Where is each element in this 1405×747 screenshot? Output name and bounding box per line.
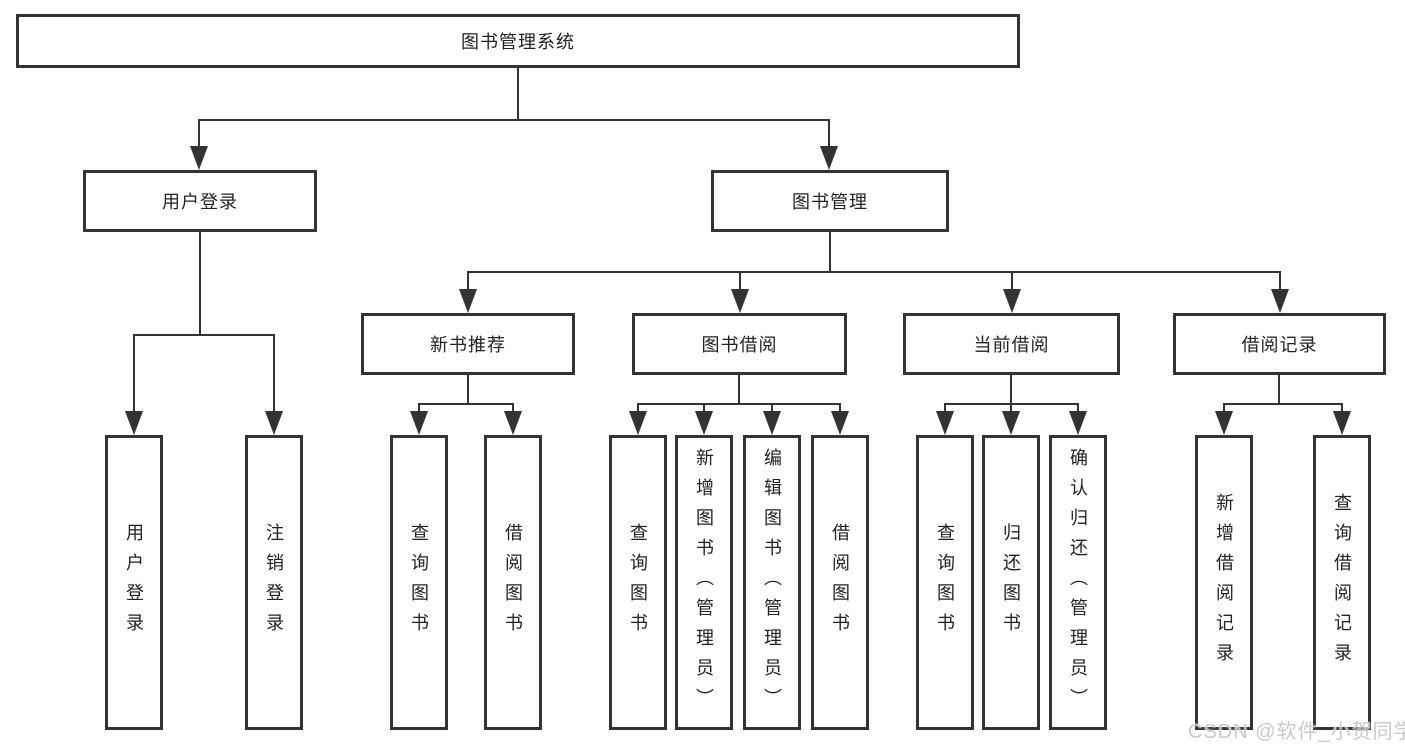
node-borrow-records: 借阅记录 <box>1173 313 1386 375</box>
connector-line <box>1077 403 1079 413</box>
connector-arrow <box>1002 411 1020 435</box>
leaf-edit-books-admin: 编辑图书（管理员） <box>743 435 801 730</box>
node-label: 确认归还（管理员） <box>1068 447 1088 718</box>
node-label: 注销登录 <box>264 522 284 643</box>
connector-arrow <box>1333 411 1351 435</box>
leaf-logout: 注销登录 <box>245 435 303 730</box>
leaf-query-books: 查询图书 <box>609 435 667 730</box>
node-label: 用户登录 <box>124 522 144 643</box>
leaf-add-books-admin: 新增图书（管理员） <box>675 435 733 730</box>
connector-arrow <box>1003 289 1021 313</box>
leaf-add-borrow-record: 新增借阅记录 <box>1195 435 1253 730</box>
connector-arrow <box>936 411 954 435</box>
node-user-login: 用户登录 <box>83 170 317 232</box>
node-label: 新增借阅记录 <box>1214 492 1234 673</box>
leaf-query-books-current: 查询图书 <box>916 435 974 730</box>
connector-line <box>467 271 469 291</box>
connector-arrow <box>125 411 143 435</box>
node-label: 新增图书（管理员） <box>694 447 714 718</box>
node-book-management: 图书管理 <box>711 170 949 232</box>
node-label: 用户登录 <box>162 192 238 212</box>
connector-line <box>637 403 841 405</box>
node-label: 查询图书 <box>628 522 648 643</box>
connector-line <box>133 334 135 413</box>
connector-arrow <box>1069 411 1087 435</box>
connector-arrow <box>504 411 522 435</box>
connector-line <box>739 271 741 291</box>
connector-arrow <box>1271 289 1289 313</box>
connector-line <box>198 119 200 148</box>
connector-line <box>771 403 773 413</box>
connector-arrow <box>629 411 647 435</box>
connector-arrow <box>820 146 838 170</box>
connector-line <box>467 271 1281 273</box>
connector-line <box>133 334 275 336</box>
connector-line <box>738 375 740 405</box>
node-new-book-recommend: 新书推荐 <box>361 313 575 375</box>
node-current-borrow: 当前借阅 <box>903 313 1120 375</box>
connector-line <box>467 375 469 405</box>
leaf-query-borrow-record: 查询借阅记录 <box>1313 435 1371 730</box>
connector-line <box>828 119 830 148</box>
connector-arrow <box>410 411 428 435</box>
connector-line <box>198 119 830 121</box>
connector-line <box>418 403 420 413</box>
connector-line <box>1279 271 1281 291</box>
connector-line <box>1223 403 1343 405</box>
connector-line <box>944 403 946 413</box>
connector-arrow <box>831 411 849 435</box>
node-label: 查询图书 <box>935 522 955 643</box>
node-label: 图书管理 <box>792 192 868 212</box>
connector-line <box>199 232 201 336</box>
connector-arrow <box>459 289 477 313</box>
node-label: 编辑图书（管理员） <box>762 447 782 718</box>
node-label: 图书管理系统 <box>461 32 575 52</box>
connector-line <box>1278 375 1280 405</box>
connector-arrow <box>695 411 713 435</box>
connector-line <box>273 334 275 413</box>
node-label: 当前借阅 <box>973 335 1050 355</box>
leaf-query-books-recommend: 查询图书 <box>390 435 448 730</box>
connector-arrow <box>763 411 781 435</box>
node-label: 查询借阅记录 <box>1332 492 1352 673</box>
leaf-borrow-books: 借阅图书 <box>811 435 869 730</box>
connector-line <box>1010 403 1012 413</box>
node-label: 归还图书 <box>1001 522 1021 643</box>
connector-line <box>517 68 519 121</box>
connector-line <box>839 403 841 413</box>
connector-line <box>703 403 705 413</box>
node-label: 新书推荐 <box>430 335 506 355</box>
connector-line <box>1341 403 1343 413</box>
watermark: CSDN @软件_小贺同学 <box>1188 721 1405 743</box>
node-label: 借阅图书 <box>830 522 850 643</box>
connector-line <box>512 403 514 413</box>
connector-line <box>418 403 514 405</box>
connector-line <box>1011 271 1013 291</box>
node-root: 图书管理系统 <box>16 14 1020 68</box>
node-label: 借阅记录 <box>1241 335 1318 355</box>
connector-line <box>829 232 831 273</box>
node-book-borrow: 图书借阅 <box>632 313 847 375</box>
connector-line <box>637 403 639 413</box>
leaf-user-login: 用户登录 <box>105 435 163 730</box>
leaf-borrow-books-recommend: 借阅图书 <box>484 435 542 730</box>
connector-arrow <box>1215 411 1233 435</box>
connector-arrow <box>265 411 283 435</box>
node-label: 图书借阅 <box>701 335 778 355</box>
node-label: 借阅图书 <box>503 522 523 643</box>
connector-line <box>1010 375 1012 405</box>
connector-arrow <box>190 146 208 170</box>
node-label: 查询图书 <box>409 522 429 643</box>
connector-line <box>1223 403 1225 413</box>
leaf-return-books: 归还图书 <box>982 435 1040 730</box>
leaf-confirm-return-admin: 确认归还（管理员） <box>1049 435 1107 730</box>
connector-arrow <box>731 289 749 313</box>
